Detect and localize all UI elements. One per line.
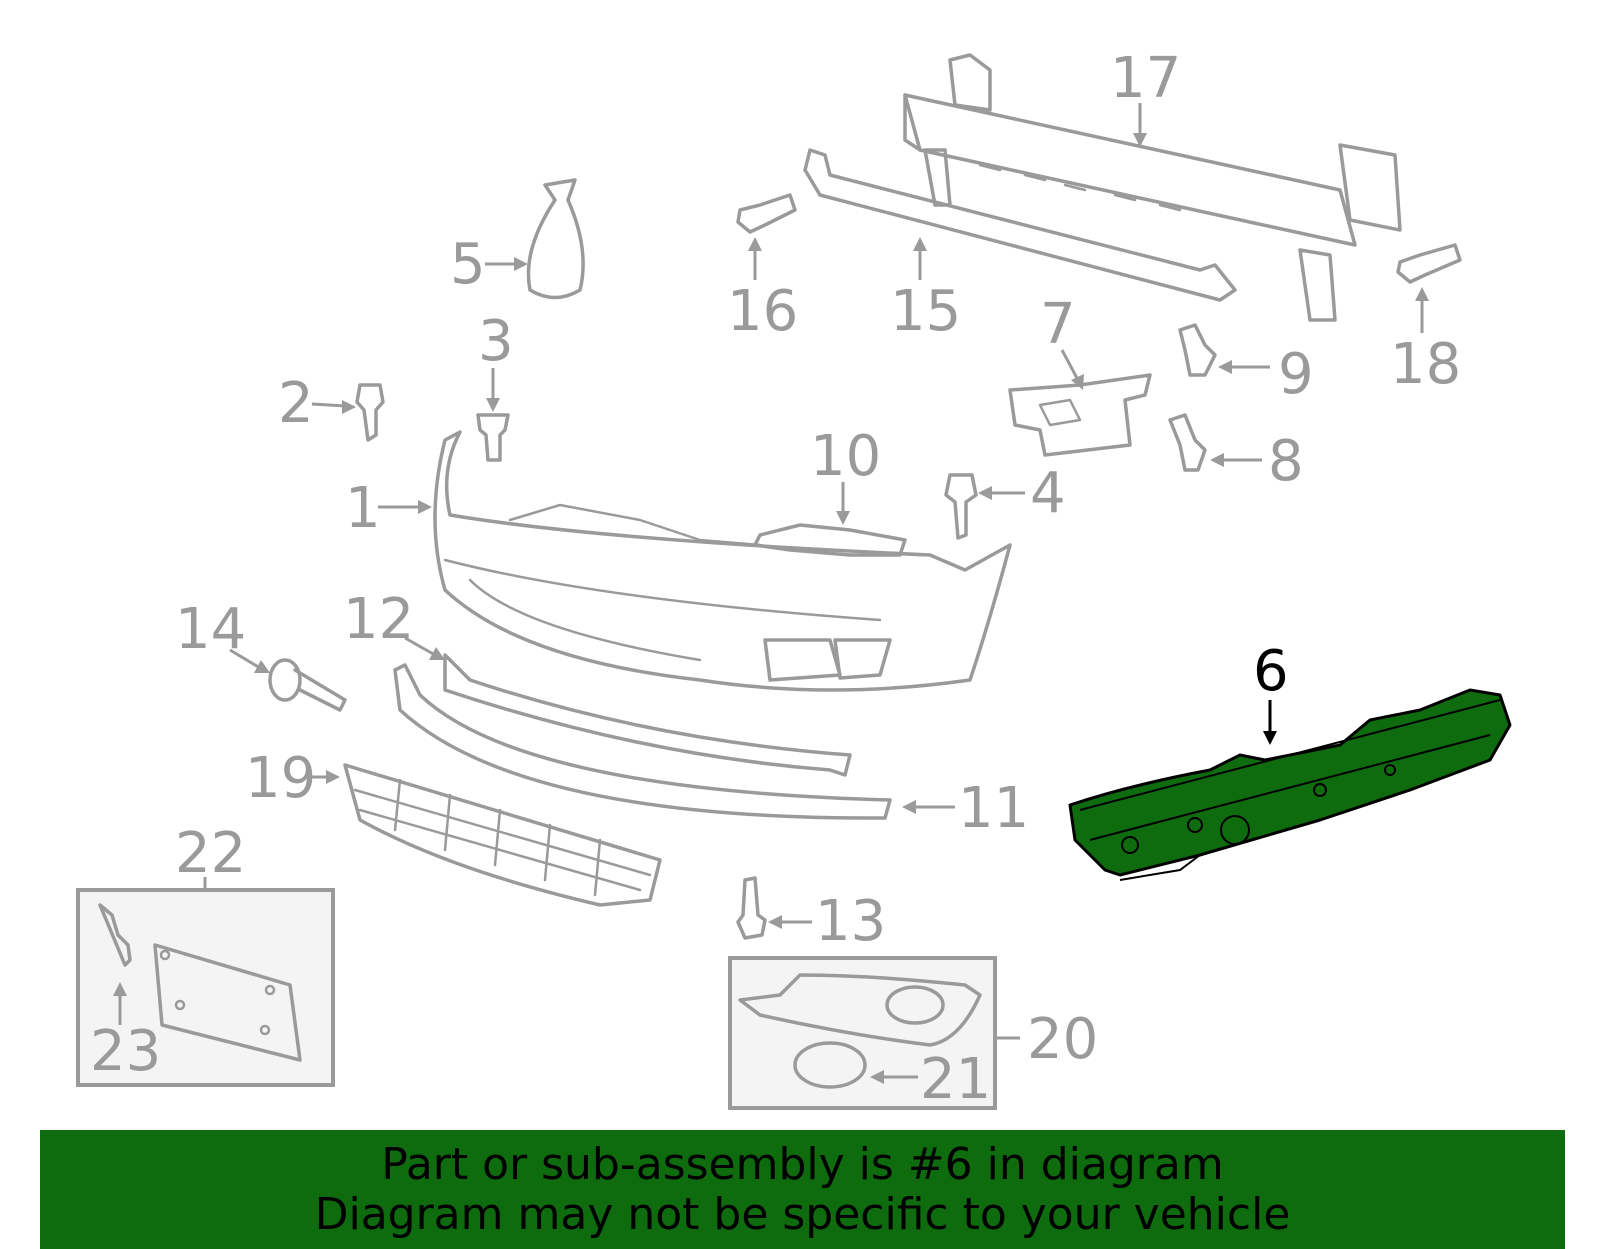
callout-label-12: 12 [343,587,414,652]
callout-7: 7 [1040,292,1084,390]
callout-label-5: 5 [450,232,486,297]
callout-1: 1 [345,476,432,541]
callout-19: 19 [245,746,340,811]
fastener-3 [476,413,510,462]
fastener-4 [944,473,978,540]
callout-5: 5 [450,232,528,297]
info-banner: Part or sub-assembly is #6 in diagram Di… [40,1130,1565,1249]
callout-label-6: 6 [1253,639,1289,704]
callout-16: 16 [727,237,798,344]
part-5-bag [526,178,585,300]
callout-12: 12 [343,587,445,660]
part-14-clip [268,658,347,712]
part-6-energy-absorber[interactable] [1068,688,1512,881]
callout-3: 3 [478,309,514,412]
fastener-13 [736,876,767,940]
part-12-lower-trim [443,653,852,777]
part-19-grille [343,763,662,907]
callout-label-3: 3 [478,309,514,374]
callout-label-7: 7 [1040,292,1076,357]
callout-label-23: 23 [90,1019,161,1084]
callout-label-22: 22 [175,821,246,886]
callout-10: 10 [810,424,881,525]
callout-label-21: 21 [920,1047,991,1112]
part-7-bracket [1008,373,1152,457]
callout-label-19: 19 [245,746,316,811]
fastener-8 [1168,413,1207,472]
callout-2: 2 [278,371,356,436]
callout-label-2: 2 [278,371,314,436]
callout-9: 9 [1218,342,1314,407]
callout-label-1: 1 [345,476,381,541]
callout-label-15: 15 [890,279,961,344]
part-11-lower-strip [393,663,892,820]
callout-label-20: 20 [1027,1007,1098,1072]
callout-17: 17 [1110,46,1181,147]
fastener-18 [1396,243,1462,284]
fastener-9 [1178,323,1217,377]
callout-22: 22 [175,821,246,890]
callout-label-18: 18 [1390,332,1461,397]
callout-11: 11 [902,776,1029,841]
inset-20 [728,956,997,1110]
callout-14: 14 [175,597,270,673]
callout-13: 13 [768,889,886,954]
callout-label-10: 10 [810,424,881,489]
part-15-strip [803,148,1237,302]
fastener-2 [355,383,385,442]
callout-6[interactable]: 6 [1253,639,1289,745]
callout-label-8: 8 [1268,429,1304,494]
callout-label-16: 16 [727,279,798,344]
callout-21: 21 [870,1047,991,1112]
callout-label-9: 9 [1278,342,1314,407]
callout-label-13: 13 [815,889,886,954]
callout-label-11: 11 [958,776,1029,841]
callout-20: 20 [997,1007,1098,1072]
callout-18: 18 [1390,287,1461,397]
fastener-16 [736,193,797,234]
banner-line-2: Diagram may not be specific to your vehi… [314,1188,1291,1240]
callout-23: 23 [90,982,161,1084]
callout-8: 8 [1210,429,1304,494]
callout-15: 15 [890,237,961,344]
callout-label-4: 4 [1030,461,1066,526]
part-1-bumper-cover [433,430,1012,692]
callout-label-17: 17 [1110,46,1181,111]
banner-line-1: Part or sub-assembly is #6 in diagram [381,1138,1224,1190]
callout-4: 4 [978,461,1066,526]
